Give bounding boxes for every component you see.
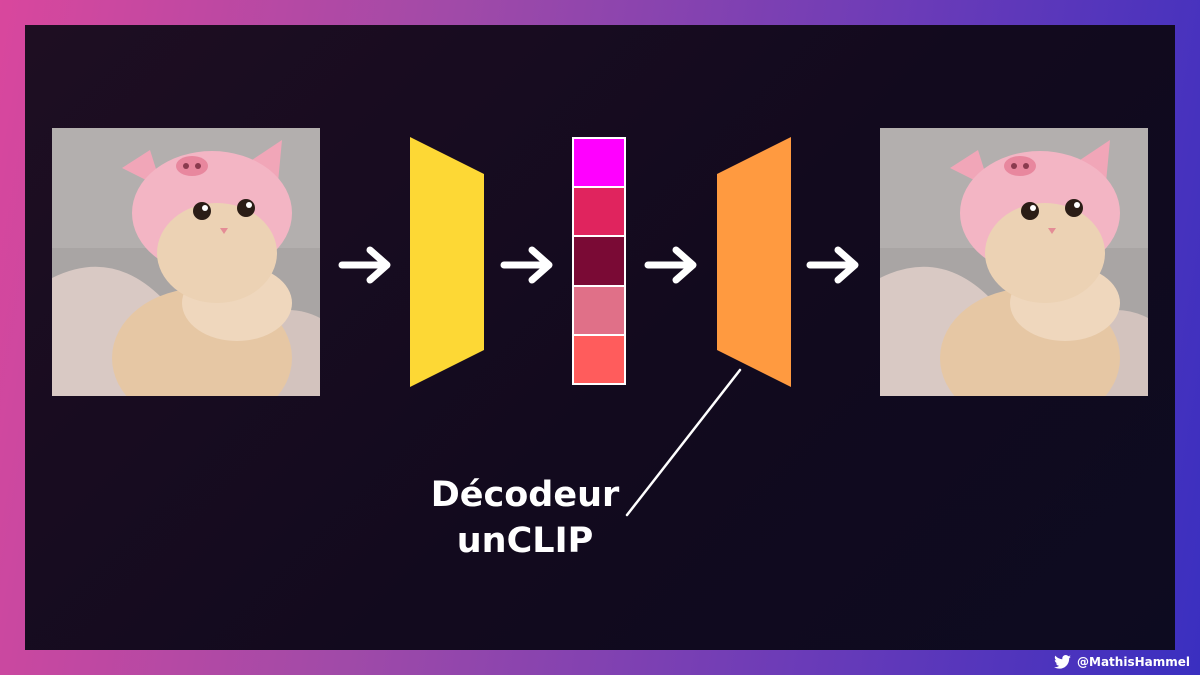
twitter-handle: @MathisHammel <box>1077 655 1190 669</box>
right-arrow-icon <box>644 246 697 284</box>
embedding-vector <box>572 137 626 385</box>
footer-credit: @MathisHammel <box>1054 652 1190 672</box>
right-arrow-icon <box>338 246 391 284</box>
embedding-cell-2 <box>574 188 624 236</box>
output-cat-image <box>880 128 1148 396</box>
embedding-cell-5 <box>574 335 624 384</box>
embedding-cell-4 <box>574 286 624 334</box>
right-arrow-icon <box>806 246 859 284</box>
encoder-block <box>410 137 484 387</box>
right-arrow-icon <box>500 246 553 284</box>
embedding-cell-3 <box>574 237 624 285</box>
twitter-bird-icon <box>1054 655 1071 669</box>
decoder-label: Décodeur unCLIP <box>405 472 645 564</box>
decoder-block <box>717 137 791 387</box>
embedding-cell-1 <box>574 139 624 187</box>
input-cat-image <box>52 128 320 396</box>
decoder-label-line1: Décodeur <box>430 475 620 515</box>
decoder-label-line2: unCLIP <box>456 521 594 561</box>
